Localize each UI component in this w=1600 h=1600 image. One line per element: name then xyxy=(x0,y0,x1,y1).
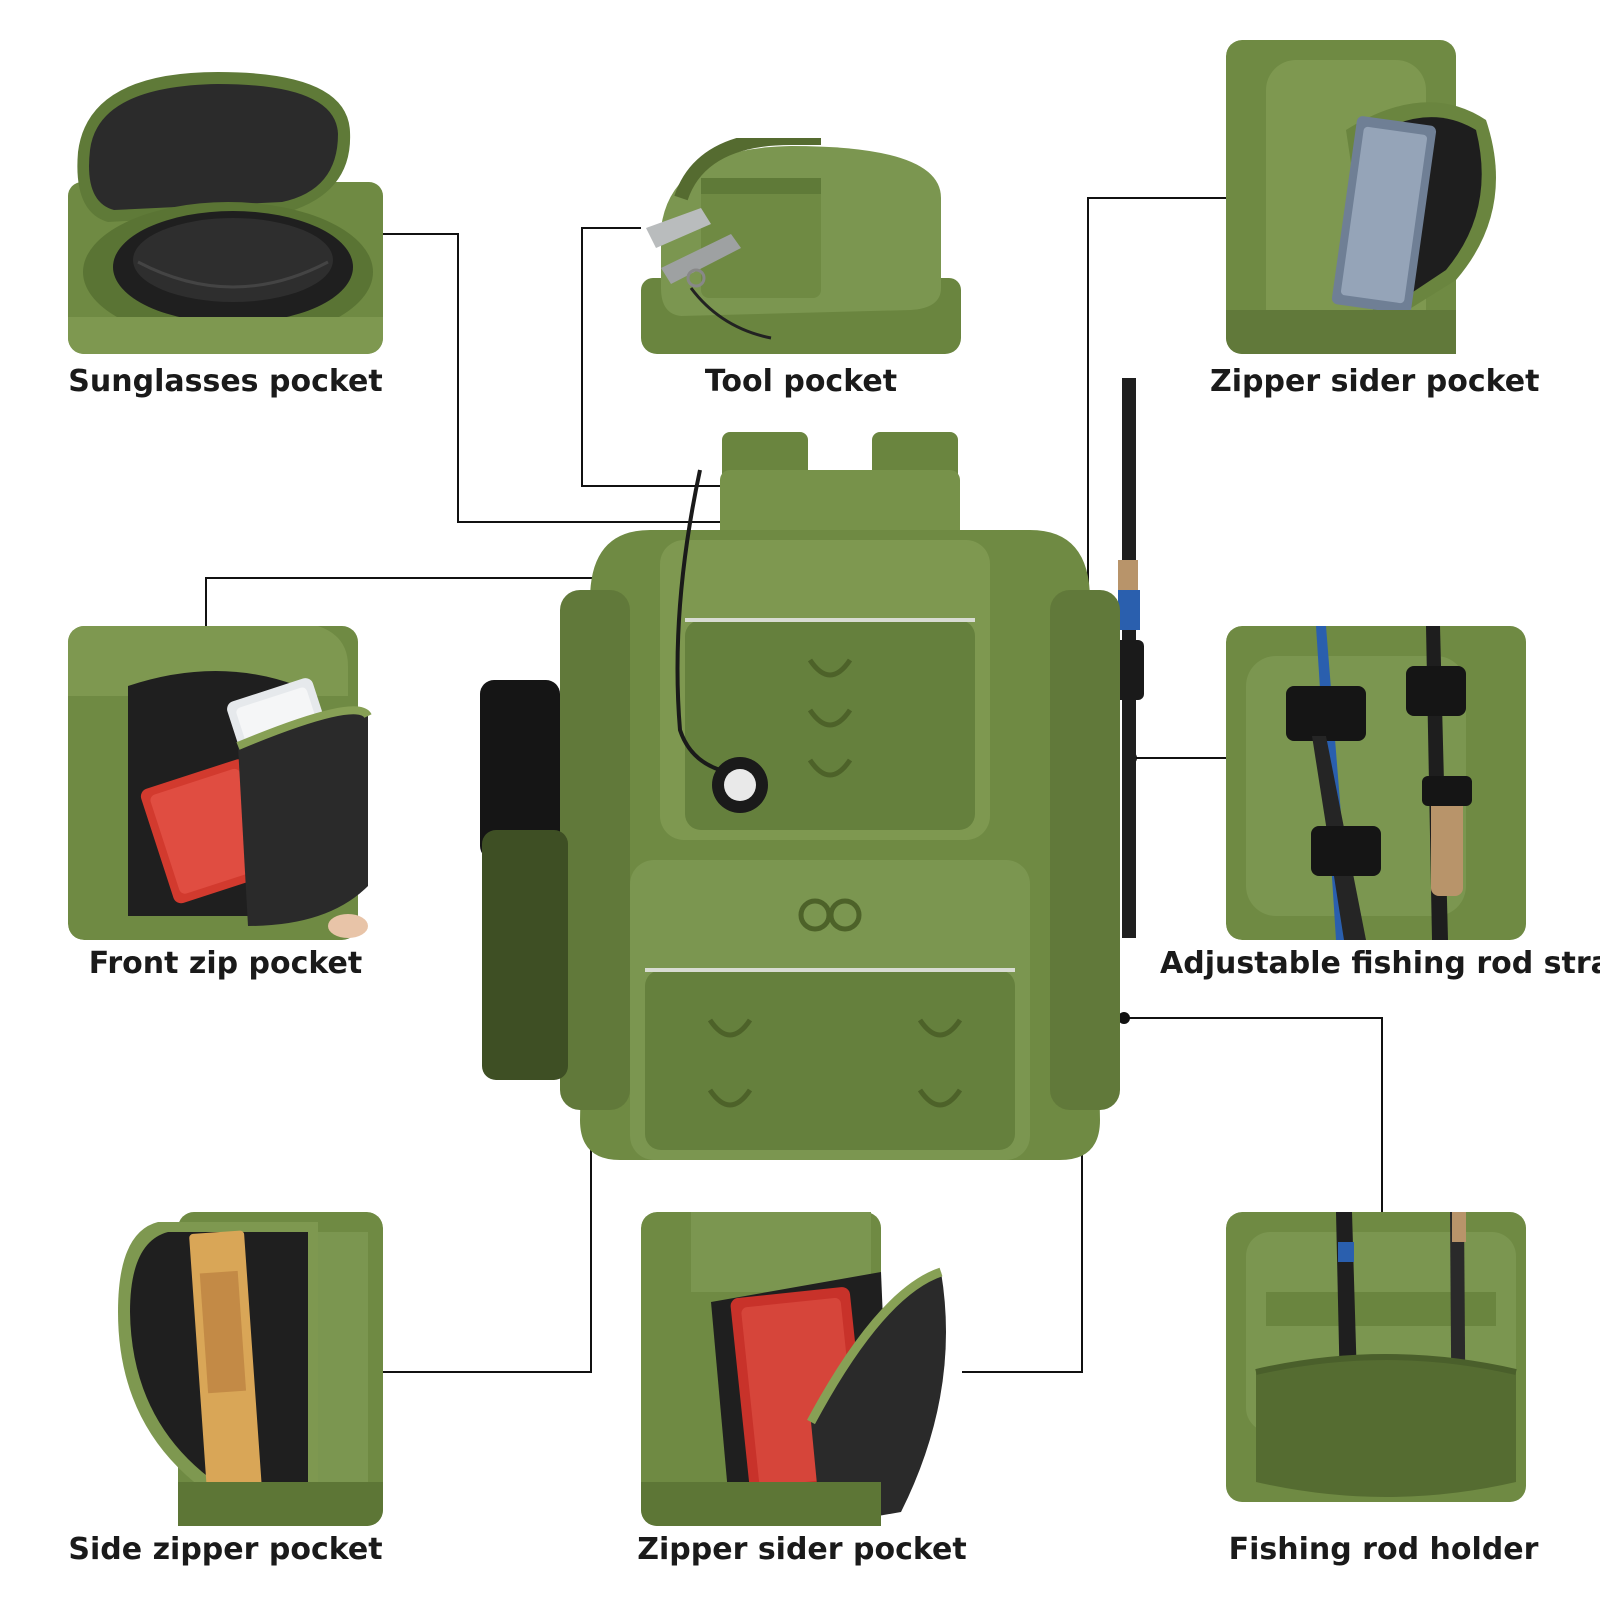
front-zip-pocket-photo xyxy=(68,626,383,940)
side-zipper-pocket-photo xyxy=(118,1212,383,1526)
tool-pocket-photo xyxy=(641,138,961,354)
caption-sunglasses-pocket: Sunglasses pocket xyxy=(68,364,383,399)
caption-side-zipper-pocket: Side zipper pocket xyxy=(68,1532,383,1567)
rod-strap-photo xyxy=(1226,626,1541,940)
sunglasses-pocket-photo xyxy=(68,62,383,354)
caption-tool-pocket: Tool pocket xyxy=(704,364,898,399)
caption-adjustable-fishing-rod-strap: Adjustable fishing rod strap xyxy=(1160,946,1600,981)
water-bottle xyxy=(480,680,560,860)
zipper-sider-pocket-bottom-photo xyxy=(641,1212,962,1526)
caption-front-zip-pocket: Front zip pocket xyxy=(88,946,363,981)
fishing-backpack-main-photo xyxy=(480,378,1144,1160)
caption-zipper-sider-pocket-top: Zipper sider pocket xyxy=(1210,364,1540,399)
fishing-rod-holder-photo xyxy=(1226,1212,1541,1526)
zipper-sider-pocket-top-photo xyxy=(1226,40,1510,354)
caption-fishing-rod-holder: Fishing rod holder xyxy=(1228,1532,1539,1567)
caption-zipper-sider-pocket-bottom: Zipper sider pocket xyxy=(637,1532,967,1567)
